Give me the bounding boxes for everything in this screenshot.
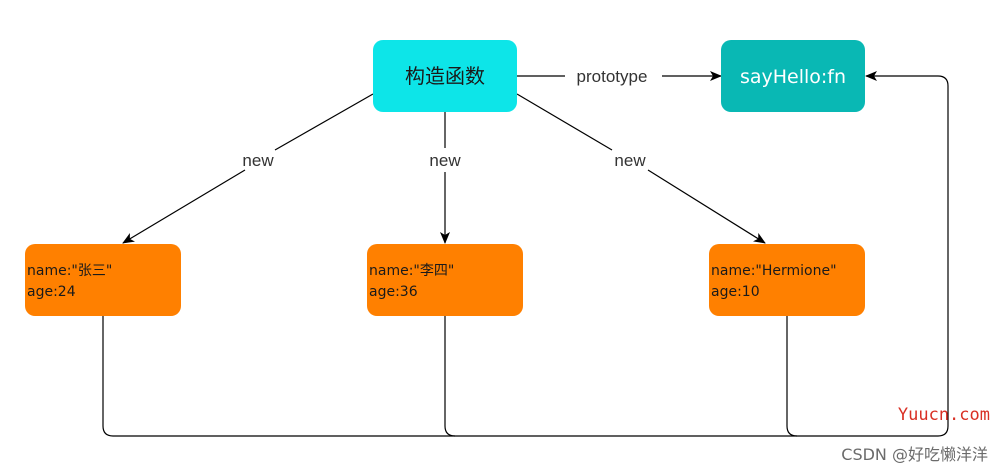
- instance-1-name: name:"张三": [27, 263, 112, 279]
- instance-2-name: name:"李四": [369, 263, 454, 279]
- instance-node-1[interactable]: name:"张三" age:24: [25, 244, 181, 316]
- instance-box-3: [709, 244, 865, 316]
- instance-3-name: name:"Hermione": [711, 263, 837, 279]
- new-edge-left-b: [122, 169, 246, 244]
- instance-2-proto-link: [444, 316, 456, 437]
- new-edge-right-a: [516, 93, 613, 151]
- constructor-label: 构造函数: [405, 64, 485, 88]
- new-edge-label-middle: new: [429, 151, 461, 170]
- instance-box-2: [367, 244, 523, 316]
- constructor-box: [373, 40, 517, 112]
- instance-2-age: age:36: [369, 284, 418, 300]
- site-watermark: Yuucn.com: [897, 405, 990, 425]
- new-edge-right-b: [647, 169, 766, 244]
- instance-node-3[interactable]: name:"Hermione" age:10: [709, 244, 865, 316]
- instance-box-1: [25, 244, 181, 316]
- instance-3-proto-link: [786, 316, 798, 437]
- new-edge-label-left: new: [242, 151, 274, 170]
- prototype-object-label: sayHello:fn: [740, 66, 846, 88]
- constructor-node[interactable]: 构造函数: [373, 40, 517, 112]
- instance-1-age: age:24: [27, 284, 76, 300]
- prototype-object-box: [721, 40, 865, 112]
- new-edge-left-a: [274, 93, 374, 151]
- instance-3-age: age:10: [711, 284, 760, 300]
- new-edge-label-right: new: [614, 151, 646, 170]
- prototype-object-node[interactable]: sayHello:fn: [721, 40, 865, 112]
- instance-node-2[interactable]: name:"李四" age:36: [367, 244, 523, 316]
- prototype-edge-label: prototype: [577, 67, 648, 86]
- instance-1-proto-link: [102, 71, 949, 437]
- author-watermark: CSDN @好吃懒洋洋: [841, 445, 988, 464]
